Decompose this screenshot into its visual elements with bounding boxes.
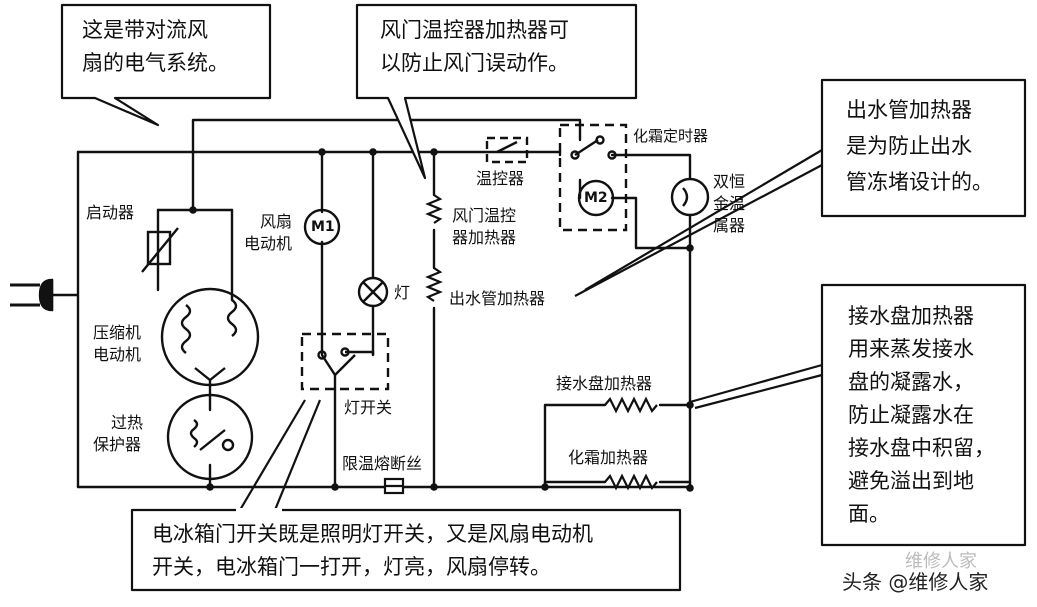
defrost-heater-icon bbox=[604, 473, 658, 491]
power-plug-icon bbox=[10, 278, 78, 312]
callout-damper: 风门温控器加热器可 以防止风门误动作。 bbox=[380, 14, 569, 80]
label-overload-line2: 保护器 bbox=[93, 435, 142, 454]
thermostat-icon bbox=[485, 136, 529, 164]
tray-heater-wire bbox=[543, 403, 607, 489]
overload-protector-icon bbox=[166, 393, 254, 481]
watermark-faint: 维修人家 bbox=[905, 551, 977, 572]
timer-motor-icon bbox=[577, 179, 615, 217]
label-defrost-timer: 化霜定时器 bbox=[633, 127, 709, 145]
watermark-main: 头条 @维修人家 bbox=[842, 570, 989, 594]
starter-icon bbox=[141, 227, 179, 273]
label-m1: M1 bbox=[311, 219, 335, 235]
callout-damper-bubble bbox=[355, 3, 638, 180]
lamp-switch-icon bbox=[300, 332, 390, 391]
callout-drain-line3: 管冻堵设计的。 bbox=[846, 170, 993, 194]
defrost-timer-icon bbox=[558, 123, 628, 232]
bimetal-icon bbox=[670, 177, 710, 217]
callout-fan-system: 这是带对流风 扇的电气系统。 bbox=[82, 14, 229, 80]
callout-tray: 接水盘加热器 用来蒸发接水 盘的凝露水， 防止凝露水在 接水盘中积留， 避免溢出… bbox=[848, 300, 995, 531]
label-defrost-heater: 化霜加热器 bbox=[568, 448, 649, 467]
label-damper-line1: 风门温控 bbox=[452, 206, 517, 225]
callout-fan-system-line1: 这是带对流风 bbox=[82, 18, 208, 42]
label-tray-heater: 接水盘加热器 bbox=[556, 374, 653, 393]
callout-tray-bubble bbox=[820, 283, 1027, 547]
pointer-lines bbox=[239, 149, 823, 511]
label-bimetal-line3: 属器 bbox=[713, 216, 746, 235]
label-compressor-line2: 电动机 bbox=[93, 345, 142, 364]
callout-damper-line1: 风门温控器加热器可 bbox=[380, 18, 569, 42]
callout-drain-bubble bbox=[820, 78, 1027, 218]
label-starter: 启动器 bbox=[86, 203, 135, 222]
label-bimetal-line2: 金温 bbox=[713, 194, 746, 213]
label-overload-line1: 过热 bbox=[111, 413, 144, 432]
callout-tray-line3: 盘的凝露水， bbox=[848, 370, 974, 394]
callout-door: 电冰箱门开关既是照明灯开关，又是风扇电动机 开关，电冰箱门一打开，灯亮，风扇停转… bbox=[152, 518, 593, 584]
callout-tray-line5: 接水盘中积留， bbox=[848, 436, 995, 460]
compressor-motor-icon bbox=[160, 287, 260, 387]
label-fuse: 限温熔断丝 bbox=[342, 454, 423, 473]
damper-heater-icon bbox=[425, 194, 443, 224]
callout-tray-line7: 面。 bbox=[848, 502, 890, 526]
tray-heater-icon bbox=[604, 396, 658, 414]
callout-tray-line1: 接水盘加热器 bbox=[848, 304, 974, 328]
callout-tray-line4: 防止凝露水在 bbox=[848, 403, 974, 427]
callout-tray-line6: 避免溢出到地 bbox=[848, 469, 974, 493]
callout-fan-system-bubble bbox=[60, 3, 272, 127]
callout-drain-line1: 出水管加热器 bbox=[846, 98, 972, 122]
callout-damper-line2: 以防止风门误动作。 bbox=[380, 51, 569, 75]
label-drain-heater: 出水管加热器 bbox=[449, 289, 546, 308]
label-damper-line2: 器加热器 bbox=[452, 228, 517, 247]
lamp-icon bbox=[357, 276, 389, 308]
callout-door-line1: 电冰箱门开关既是照明灯开关，又是风扇电动机 bbox=[152, 522, 593, 546]
callout-drain: 出水管加热器 是为防止出水 管冻堵设计的。 bbox=[846, 92, 993, 200]
overhead-wire bbox=[191, 118, 582, 212]
label-thermostat: 温控器 bbox=[476, 169, 525, 188]
label-compressor-line1: 压缩机 bbox=[93, 323, 142, 342]
callout-fan-system-line2: 扇的电气系统。 bbox=[82, 51, 229, 75]
label-m2: M2 bbox=[584, 190, 608, 206]
junction-dots bbox=[189, 148, 694, 492]
callout-drain-line2: 是为防止出水 bbox=[846, 134, 972, 158]
callout-tray-line2: 用来蒸发接水 bbox=[848, 337, 974, 361]
drain-heater-icon bbox=[425, 267, 443, 302]
fuse-icon bbox=[383, 477, 405, 495]
label-lamp-switch: 灯开关 bbox=[344, 398, 393, 417]
fan-motor-icon bbox=[303, 208, 341, 246]
callout-door-line2: 开关，电冰箱门一打开，灯亮，风扇停转。 bbox=[152, 555, 551, 579]
label-fan-line2: 电动机 bbox=[244, 234, 293, 253]
label-bimetal-line1: 双恒 bbox=[713, 172, 746, 191]
label-lamp: 灯 bbox=[394, 283, 411, 302]
label-fan-line1: 风扇 bbox=[260, 212, 293, 231]
callout-door-bubble bbox=[130, 508, 682, 592]
